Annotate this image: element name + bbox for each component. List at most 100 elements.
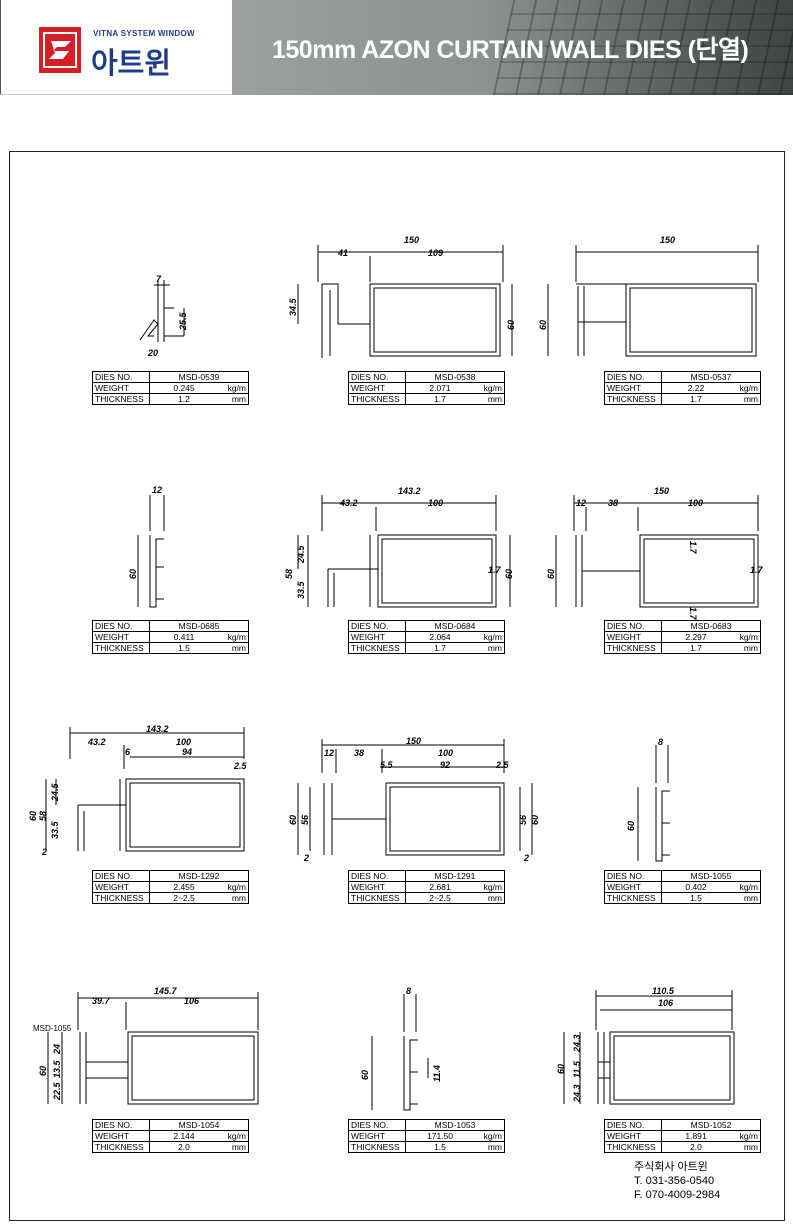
dim-label: 38 bbox=[608, 498, 618, 508]
die-number: MSD-1052 bbox=[661, 1119, 761, 1131]
profile-drawing: 8 60 11.4 bbox=[360, 986, 442, 1111]
dim-label: 100 bbox=[428, 498, 443, 508]
unit: mm bbox=[218, 892, 249, 904]
dim-label: 22.5 bbox=[52, 1081, 62, 1101]
spec-label: DIES NO. bbox=[604, 1119, 662, 1131]
dim-label: 43.2 bbox=[87, 737, 106, 747]
dim-label: 1.7 bbox=[688, 541, 698, 555]
dim-label: 11.4 bbox=[432, 1065, 442, 1082]
die-card: 150 12 38 100 60 1.7 1.7 1.7 DIES NO.MSD… bbox=[546, 439, 793, 679]
unit: mm bbox=[218, 1141, 249, 1153]
spec-label: WEIGHT bbox=[348, 382, 406, 394]
profile-drawing: 150 41 109 34.5 60 bbox=[288, 235, 516, 358]
dim-label: 150 bbox=[660, 235, 675, 245]
spec-label: DIES NO. bbox=[348, 371, 406, 383]
die-number: MSD-0538 bbox=[405, 371, 505, 383]
spec-label: DIES NO. bbox=[348, 870, 406, 882]
die-card: 110.5 106 60 24.3 11.5 24.3 DIES NO.MSD-… bbox=[556, 938, 793, 1178]
dim-label: 60 bbox=[38, 1066, 48, 1076]
dim-label: 33.5 bbox=[296, 580, 306, 599]
die-weight: 0.402 bbox=[661, 881, 730, 893]
dim-label: 12 bbox=[576, 498, 586, 508]
die-card: 150 41 109 34.5 60 DIES NO.MSD-0538 WEIG… bbox=[288, 190, 598, 430]
dim-label: 100 bbox=[688, 498, 703, 508]
die-weight: 2.681 bbox=[405, 881, 474, 893]
die-thickness: 2~2.5 bbox=[405, 892, 474, 904]
unit: mm bbox=[218, 642, 249, 654]
dim-label: 150 bbox=[654, 486, 669, 496]
dim-label: 8 bbox=[406, 986, 411, 996]
die-thickness: 2.0 bbox=[661, 1141, 730, 1153]
dim-label: 11.5 bbox=[572, 1060, 582, 1078]
unit: kg/m bbox=[474, 1130, 505, 1142]
dim-label: 60 bbox=[360, 1070, 370, 1080]
dim-label: 41 bbox=[337, 248, 348, 258]
spec-label: DIES NO. bbox=[348, 1119, 406, 1131]
die-thickness: 2~2.5 bbox=[149, 892, 218, 904]
header-banner: 150mm AZON CURTAIN WALL DIES (단열) bbox=[232, 0, 793, 95]
unit: kg/m bbox=[474, 382, 505, 394]
spec-label: THICKNESS bbox=[348, 642, 406, 654]
unit: mm bbox=[730, 892, 761, 904]
dim-label: 60 bbox=[506, 320, 516, 330]
dim-label: 2 bbox=[523, 853, 529, 863]
page-title: 150mm AZON CURTAIN WALL DIES (단열) bbox=[272, 36, 749, 64]
dim-label: 60 bbox=[530, 815, 540, 825]
spec-label: WEIGHT bbox=[92, 1130, 150, 1142]
unit: mm bbox=[218, 393, 249, 405]
dim-label: 5.5 bbox=[380, 760, 394, 770]
die-number: MSD-0537 bbox=[661, 371, 761, 383]
brand-logo-icon bbox=[39, 27, 81, 73]
spec-label: THICKNESS bbox=[92, 1141, 150, 1153]
die-number: MSD-1291 bbox=[405, 870, 505, 882]
spec-label: WEIGHT bbox=[92, 382, 150, 394]
dies-catalog-frame bbox=[9, 151, 785, 1221]
profile-drawing: 145.7 39.7 106 60 24 13.5 22.5 bbox=[38, 986, 259, 1105]
spec-label: WEIGHT bbox=[604, 881, 662, 893]
die-thickness: 1.2 bbox=[149, 393, 218, 405]
die-card: 150 12 38 100 5.5 92 2.5 60 56 2 56 60 2… bbox=[288, 689, 598, 929]
dim-label: 100 bbox=[438, 748, 453, 758]
spec-label: THICKNESS bbox=[604, 642, 662, 654]
profile-drawing: 7 25.5 20 bbox=[139, 274, 188, 358]
die-thickness: 1.5 bbox=[149, 642, 218, 654]
spec-label: THICKNESS bbox=[604, 393, 662, 405]
die-weight: 1.891 bbox=[661, 1130, 730, 1142]
profile-drawing: 143.2 43.2 100 24.5 58 33.5 1.7 60 bbox=[284, 486, 514, 608]
unit: mm bbox=[730, 393, 761, 405]
spec-label: DIES NO. bbox=[92, 371, 150, 383]
dim-label: 34.5 bbox=[288, 297, 298, 316]
dim-label: 33.5 bbox=[50, 820, 60, 839]
die-thickness: 2.0 bbox=[149, 1141, 218, 1153]
dim-label: 60 bbox=[128, 569, 138, 579]
spec-label: WEIGHT bbox=[604, 631, 662, 643]
dim-label: 2 bbox=[303, 853, 309, 863]
die-weight: 2.22 bbox=[661, 382, 730, 394]
dim-label: 106 bbox=[658, 998, 674, 1008]
dim-label: 13.5 bbox=[52, 1059, 62, 1078]
unit: kg/m bbox=[474, 631, 505, 643]
die-weight: 2.064 bbox=[405, 631, 474, 643]
dim-label: 60 bbox=[626, 821, 636, 831]
die-number: MSD-0683 bbox=[661, 620, 761, 632]
dim-label: 60 bbox=[546, 569, 556, 579]
dim-label: 60 bbox=[538, 320, 548, 330]
dim-label: 2 bbox=[41, 847, 47, 857]
dim-label: 43.2 bbox=[339, 498, 358, 508]
dim-label: 58 bbox=[38, 811, 48, 821]
dim-label: 1.7 bbox=[488, 565, 502, 575]
die-weight: 2.455 bbox=[149, 881, 218, 893]
unit: kg/m bbox=[218, 881, 249, 893]
spec-label: DIES NO. bbox=[604, 620, 662, 632]
dim-label: 24.3 bbox=[572, 1034, 582, 1053]
die-weight: 171.50 bbox=[405, 1130, 474, 1142]
